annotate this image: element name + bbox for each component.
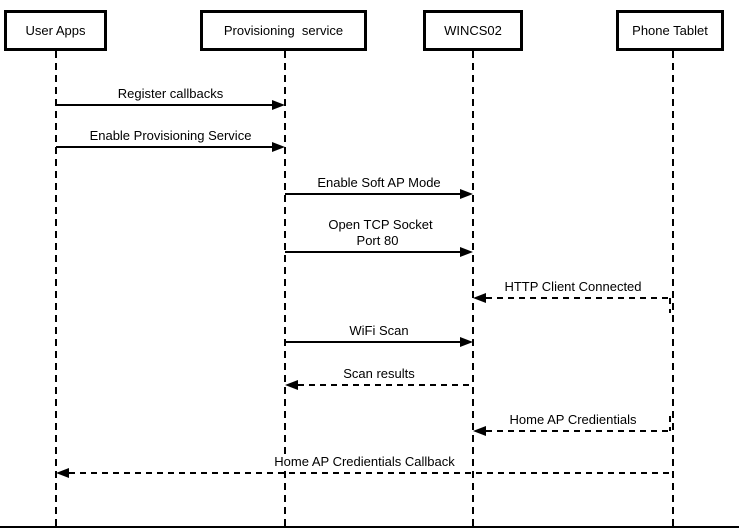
- message-label-wrap-http-client-connected: HTTP Client Connected: [473, 279, 673, 295]
- message-line-home-ap-credientials-callback: [69, 472, 673, 474]
- lifeline-wincs02: [472, 51, 474, 526]
- arrowhead-enable-soft-ap-mode: [460, 189, 473, 199]
- message-label-wrap-scan-results: Scan results: [285, 366, 473, 382]
- message-label-wrap-enable-soft-ap-mode: Enable Soft AP Mode: [285, 175, 473, 191]
- message-line-http-client-connected: [486, 297, 671, 299]
- actor-box-wincs02: WINCS02: [423, 10, 523, 51]
- actor-label-provisioning-service: Provisioning service: [223, 23, 344, 38]
- message-label-register-callbacks: Register callbacks: [114, 86, 227, 101]
- message-line-register-callbacks: [56, 104, 272, 106]
- message-elbow-http-client-connected: [669, 298, 671, 313]
- actor-box-provisioning-service: Provisioning service: [200, 10, 367, 51]
- actor-box-phone-tablet: Phone Tablet: [616, 10, 724, 51]
- message-label-wrap-register-callbacks: Register callbacks: [56, 86, 285, 102]
- arrowhead-home-ap-credientials-callback: [56, 468, 69, 478]
- actor-label-user-apps: User Apps: [25, 23, 86, 38]
- message-label-wrap-open-tcp-socket-port-80: Open TCP Socket Port 80: [285, 217, 473, 249]
- actor-label-wincs02: WINCS02: [444, 23, 502, 38]
- actor-label-phone-tablet: Phone Tablet: [632, 23, 708, 38]
- arrowhead-enable-provisioning-service: [272, 142, 285, 152]
- arrowhead-wifi-scan: [460, 337, 473, 347]
- lifeline-user-apps: [55, 51, 57, 526]
- arrowhead-open-tcp-socket-port-80: [460, 247, 473, 257]
- message-label-wrap-home-ap-credientials: Home AP Credientials: [473, 412, 673, 428]
- message-label-scan-results: Scan results: [340, 366, 418, 381]
- message-label-wrap-wifi-scan: WiFi Scan: [285, 323, 473, 339]
- message-line-wifi-scan: [285, 341, 460, 343]
- message-label-wrap-enable-provisioning-service: Enable Provisioning Service: [56, 128, 285, 144]
- message-line-enable-provisioning-service: [56, 146, 272, 148]
- lifeline-phone-tablet: [672, 51, 674, 526]
- arrowhead-scan-results: [285, 380, 298, 390]
- lifeline-provisioning-service: [284, 51, 286, 526]
- message-label-enable-soft-ap-mode: Enable Soft AP Mode: [314, 175, 444, 190]
- message-elbow-home-ap-credientials: [669, 416, 671, 431]
- message-label-open-tcp-socket-port-80: Open TCP Socket Port 80: [325, 217, 433, 248]
- message-line-enable-soft-ap-mode: [285, 193, 460, 195]
- message-line-home-ap-credientials: [486, 430, 671, 432]
- message-label-wrap-home-ap-credientials-callback: Home AP Credientials Callback: [56, 454, 673, 470]
- arrowhead-register-callbacks: [272, 100, 285, 110]
- message-label-http-client-connected: HTTP Client Connected: [501, 279, 645, 294]
- diagram-bottom-border: [0, 526, 739, 528]
- message-label-home-ap-credientials: Home AP Credientials: [506, 412, 640, 427]
- message-line-scan-results: [298, 384, 473, 386]
- message-line-open-tcp-socket-port-80: [285, 251, 460, 253]
- message-label-home-ap-credientials-callback: Home AP Credientials Callback: [271, 454, 458, 469]
- actor-box-user-apps: User Apps: [4, 10, 107, 51]
- message-label-enable-provisioning-service: Enable Provisioning Service: [86, 128, 255, 143]
- message-label-wifi-scan: WiFi Scan: [346, 323, 412, 338]
- arrowhead-home-ap-credientials: [473, 426, 486, 436]
- arrowhead-http-client-connected: [473, 293, 486, 303]
